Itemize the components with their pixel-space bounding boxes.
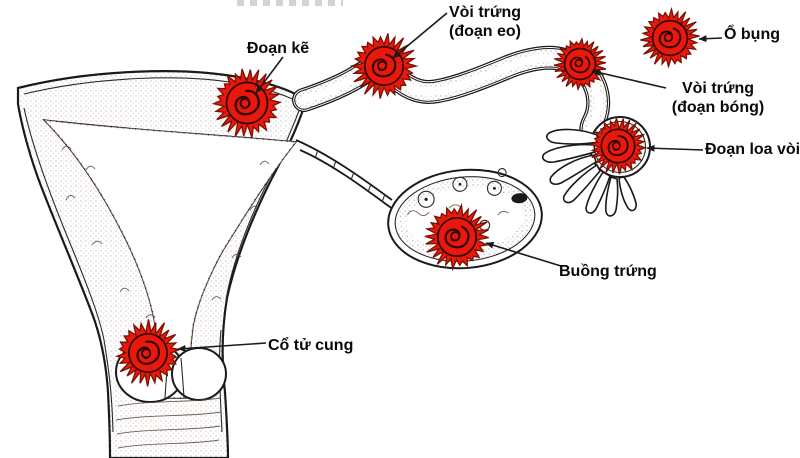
implantation-sites-layer [114, 6, 700, 387]
pointer-line-ovarian [485, 241, 562, 267]
pointer-line-fimbrial [646, 144, 704, 152]
wall-texture [61, 145, 270, 319]
implantation-site-ovarian [424, 202, 489, 272]
ovary-illustration [295, 139, 543, 270]
pointer-line-interstitial [255, 56, 284, 94]
cropped-text-remnant [237, 0, 343, 6]
uterus-illustration [16, 70, 308, 458]
vagina-illustration [115, 397, 222, 449]
implantation-site-fimbrial [588, 115, 648, 175]
implantation-site-isthmus [349, 33, 419, 99]
pointer-line-isthmus [392, 12, 448, 59]
fimbriae-illustration [541, 128, 637, 217]
pointer-line-ampulla [591, 69, 667, 89]
ovarian-follicles [407, 168, 528, 233]
ligament-hatching [314, 149, 386, 203]
pointer-line-cervical [177, 342, 267, 352]
implantation-site-abdominal [640, 6, 700, 69]
implantation-site-cervical [114, 319, 182, 387]
implantation-site-ampulla [553, 36, 607, 92]
pointer-line-abdominal [698, 35, 723, 43]
pointer-lines-layer [177, 12, 723, 352]
implantation-site-interstitial [211, 68, 283, 138]
